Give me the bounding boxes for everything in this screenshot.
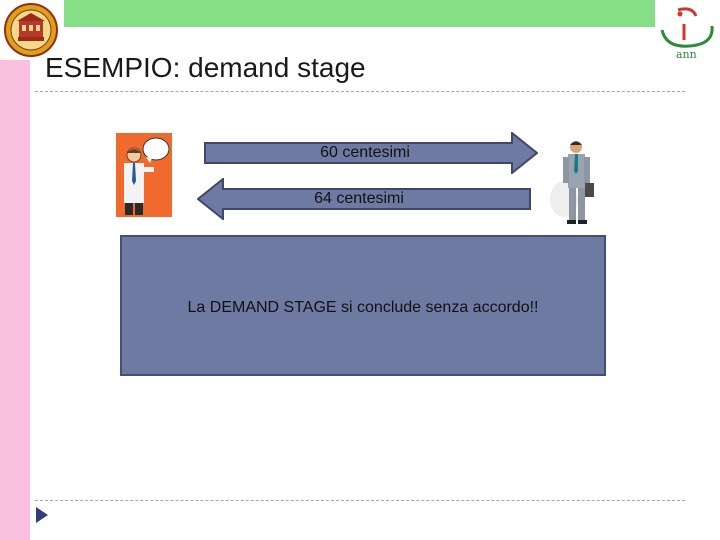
bottom-divider xyxy=(35,500,685,501)
buyer-offer-label: 64 centesimi xyxy=(294,190,424,208)
slide-title: ESEMPIO: demand stage xyxy=(45,52,366,84)
result-text: La DEMAND STAGE si conclude senza accord… xyxy=(122,299,604,317)
seller-offer-label: 60 centesimi xyxy=(300,144,430,162)
top-accent-bar xyxy=(64,0,655,27)
department-logo-icon: ann xyxy=(656,4,718,60)
left-accent-bar xyxy=(0,60,30,540)
university-seal-icon xyxy=(4,3,58,57)
businessman-image xyxy=(548,137,600,227)
svg-text:ann: ann xyxy=(676,48,697,60)
top-divider xyxy=(35,91,685,92)
man-speech-bubble-image xyxy=(116,133,172,217)
next-slide-arrow-icon[interactable] xyxy=(35,506,49,524)
result-box: La DEMAND STAGE si conclude senza accord… xyxy=(120,235,606,376)
